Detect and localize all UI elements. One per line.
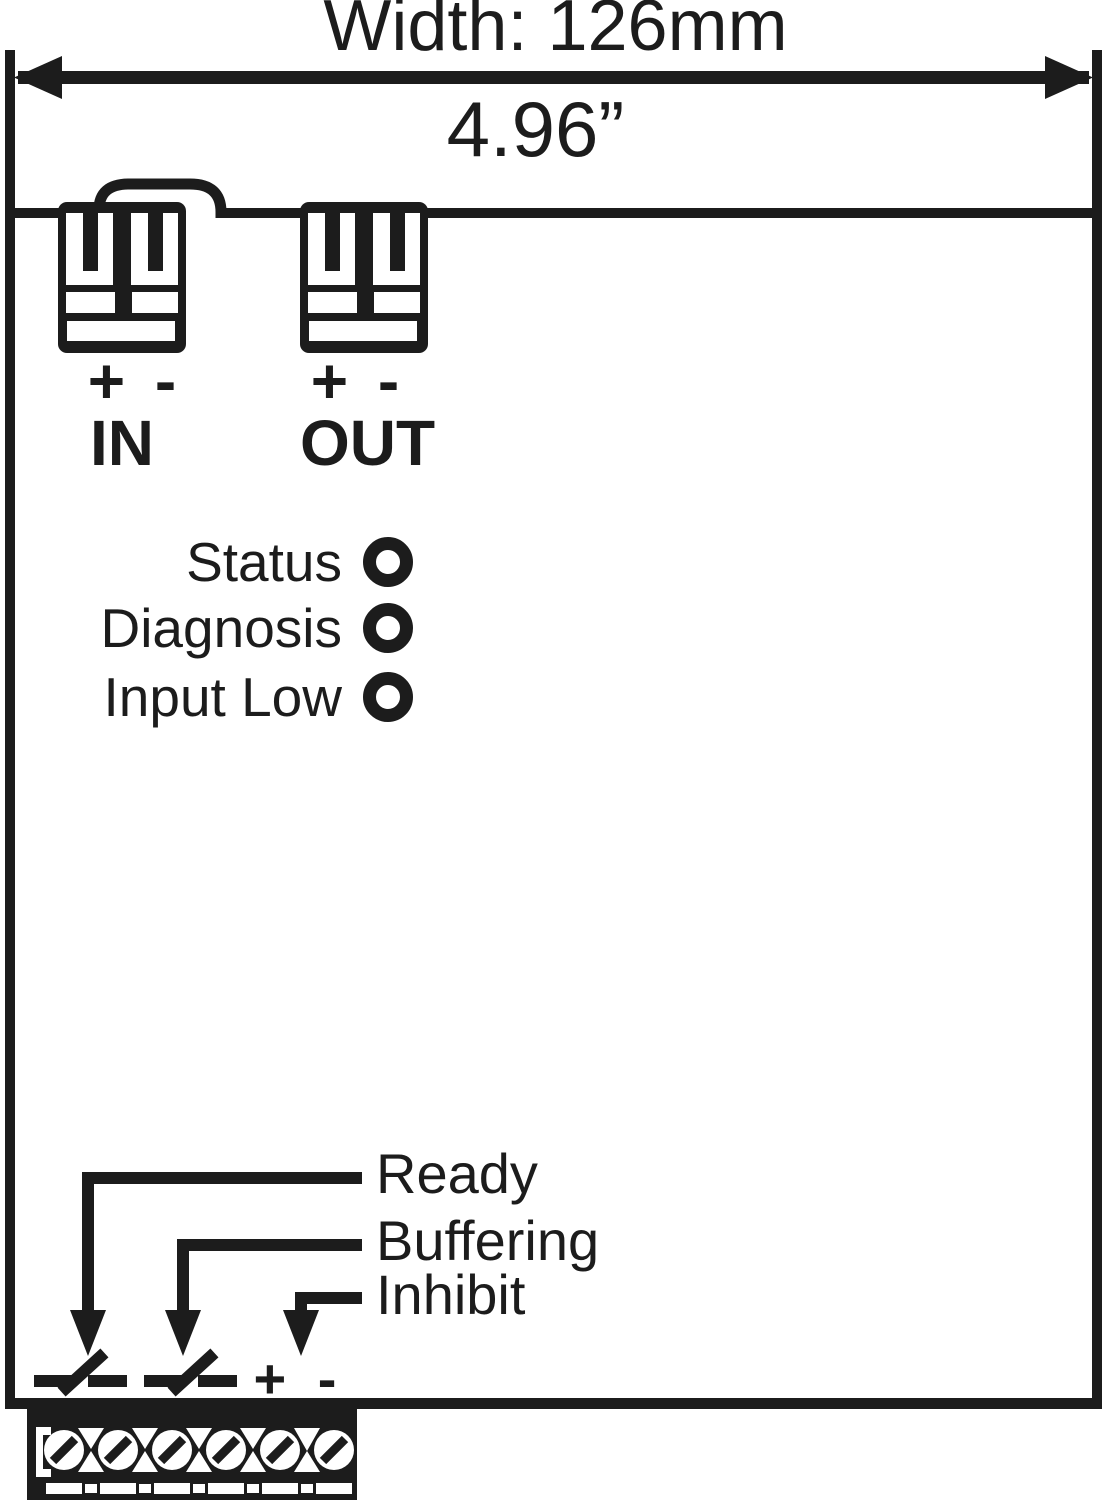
device-bottom-edge bbox=[5, 1398, 1102, 1409]
led-status-icon bbox=[363, 537, 413, 587]
signal-label-buffering: Buffering bbox=[376, 1209, 600, 1272]
led-input-low-icon bbox=[363, 672, 413, 722]
ready-signal-line bbox=[70, 1172, 362, 1356]
buffering-arrow-icon bbox=[165, 1310, 201, 1356]
led-label-diagnosis: Diagnosis bbox=[100, 597, 342, 659]
inhibit-signal-line bbox=[283, 1292, 362, 1356]
dimension-imperial-label: 4.96” bbox=[446, 85, 625, 173]
led-label-status: Status bbox=[186, 531, 342, 593]
device-top-edge bbox=[5, 208, 1102, 218]
in-label: IN bbox=[90, 407, 154, 479]
buffering-signal-line bbox=[165, 1239, 362, 1356]
out-polarity-label: + - bbox=[310, 345, 406, 417]
dimension-line bbox=[14, 56, 1093, 99]
in-polarity-label: + - bbox=[87, 345, 183, 417]
led-label-input-low: Input Low bbox=[103, 666, 342, 728]
in-terminal-icon bbox=[58, 202, 186, 353]
ready-arrow-icon bbox=[70, 1310, 106, 1356]
relay-polarity-label: + - bbox=[253, 1347, 345, 1410]
terminal-block-icon bbox=[27, 1408, 357, 1500]
inhibit-arrow-icon bbox=[283, 1310, 319, 1356]
dimension-metric-label: Width: 126mm bbox=[323, 0, 788, 66]
relay-switch-2-icon bbox=[144, 1348, 237, 1397]
relay-switch-1-icon bbox=[34, 1348, 127, 1397]
out-label: OUT bbox=[300, 407, 436, 479]
device-right-edge bbox=[1092, 50, 1102, 1409]
signal-label-inhibit: Inhibit bbox=[376, 1263, 526, 1326]
device-left-edge bbox=[5, 50, 15, 1409]
dimension-arrow-left-icon bbox=[14, 56, 62, 99]
device-outline bbox=[5, 50, 1102, 1409]
out-terminal-icon bbox=[300, 202, 428, 353]
signal-label-ready: Ready bbox=[376, 1142, 538, 1205]
led-diagnosis-icon bbox=[363, 603, 413, 653]
dimension-arrow-right-icon bbox=[1045, 56, 1093, 99]
